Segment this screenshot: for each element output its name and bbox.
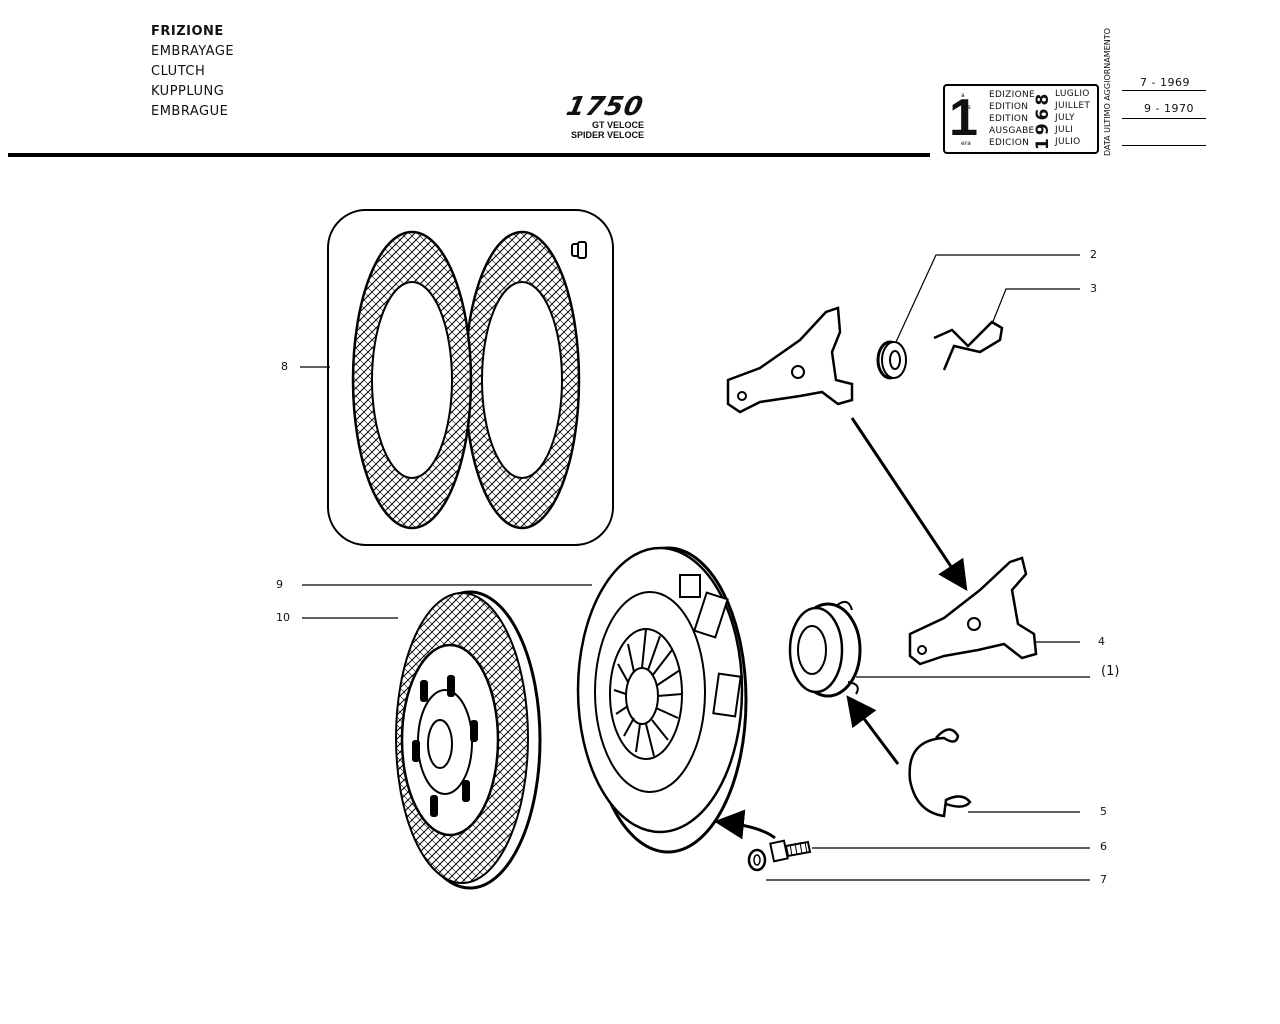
title-german: KUPPLUNG xyxy=(151,84,225,99)
model-heading: 1750 GT VELOCE SPIDER VELOCE xyxy=(560,92,650,140)
release-fork-lower xyxy=(908,556,1038,666)
model-variant-gt: GT VELOCE xyxy=(591,120,644,130)
edition-label: AUSGABE xyxy=(989,126,1035,136)
edition-box: 1 a ere st . era EDIZIONE EDITION EDITIO… xyxy=(943,84,1099,154)
edition-suffix: st xyxy=(961,116,967,123)
release-bearing xyxy=(788,600,862,698)
clutch-facings-group xyxy=(327,209,614,546)
model-variant-spider: SPIDER VELOCE xyxy=(570,130,644,140)
edition-label: EDICION xyxy=(989,138,1030,148)
title-english: CLUTCH xyxy=(151,64,206,79)
clutch-facing-front xyxy=(351,230,473,530)
edition-month: JUILLET xyxy=(1055,101,1091,111)
rivet-icon xyxy=(571,241,587,259)
update-line xyxy=(1122,145,1206,146)
assembly-arrow xyxy=(714,809,776,840)
update-date: 7 - 1969 xyxy=(1140,76,1190,89)
bush-icon xyxy=(876,340,907,380)
title-italian: FRIZIONE xyxy=(151,24,224,39)
pressure-plate-assembly xyxy=(576,546,748,854)
retaining-clip-icon xyxy=(908,728,972,818)
edition-label: EDITION xyxy=(989,102,1029,112)
edition-label: EDITION xyxy=(989,114,1029,124)
callout-3: 3 xyxy=(1090,282,1097,295)
callout-5: 5 xyxy=(1100,805,1107,818)
callout-8: 8 xyxy=(281,360,288,373)
washer-icon xyxy=(747,848,767,872)
clutch-driven-plate xyxy=(395,590,542,890)
release-fork-upper xyxy=(726,306,854,414)
callout-10: 10 xyxy=(276,611,290,624)
callout-1: (1) xyxy=(1101,664,1120,679)
callout-6: 6 xyxy=(1100,840,1107,853)
edition-number: 1 xyxy=(949,89,978,147)
assembly-arrow xyxy=(846,695,900,765)
callout-9: 9 xyxy=(276,578,283,591)
update-line xyxy=(1122,90,1206,91)
edition-month: JULY xyxy=(1055,113,1075,123)
title-spanish: EMBRAGUE xyxy=(151,104,229,119)
edition-suffix: . xyxy=(961,128,963,135)
leader-line xyxy=(895,254,1080,343)
header-rule xyxy=(8,153,930,157)
title-block: FRIZIONE EMBRAYAGE CLUTCH KUPPLUNG EMBRA… xyxy=(151,22,234,122)
callout-7: 7 xyxy=(1100,873,1107,886)
title-french: EMBRAYAGE xyxy=(151,44,235,59)
spring-clip-icon xyxy=(933,320,1004,371)
callout-4: 4 xyxy=(1098,635,1105,648)
bolt-icon xyxy=(769,839,812,863)
leader-line xyxy=(991,288,1080,325)
callout-2: 2 xyxy=(1090,248,1097,261)
update-line xyxy=(1122,118,1206,119)
edition-month: JULIO xyxy=(1055,137,1081,147)
edition-suffix: ere xyxy=(961,104,971,111)
edition-month: JULI xyxy=(1055,125,1074,135)
edition-month: LUGLIO xyxy=(1055,89,1090,99)
edition-label: EDIZIONE xyxy=(989,90,1035,100)
edition-suffix: era xyxy=(961,140,971,147)
assembly-arrow xyxy=(850,417,968,591)
update-date: 9 - 1970 xyxy=(1144,102,1194,115)
edition-suffix: a xyxy=(961,92,965,99)
clutch-facing-rear xyxy=(463,230,581,530)
